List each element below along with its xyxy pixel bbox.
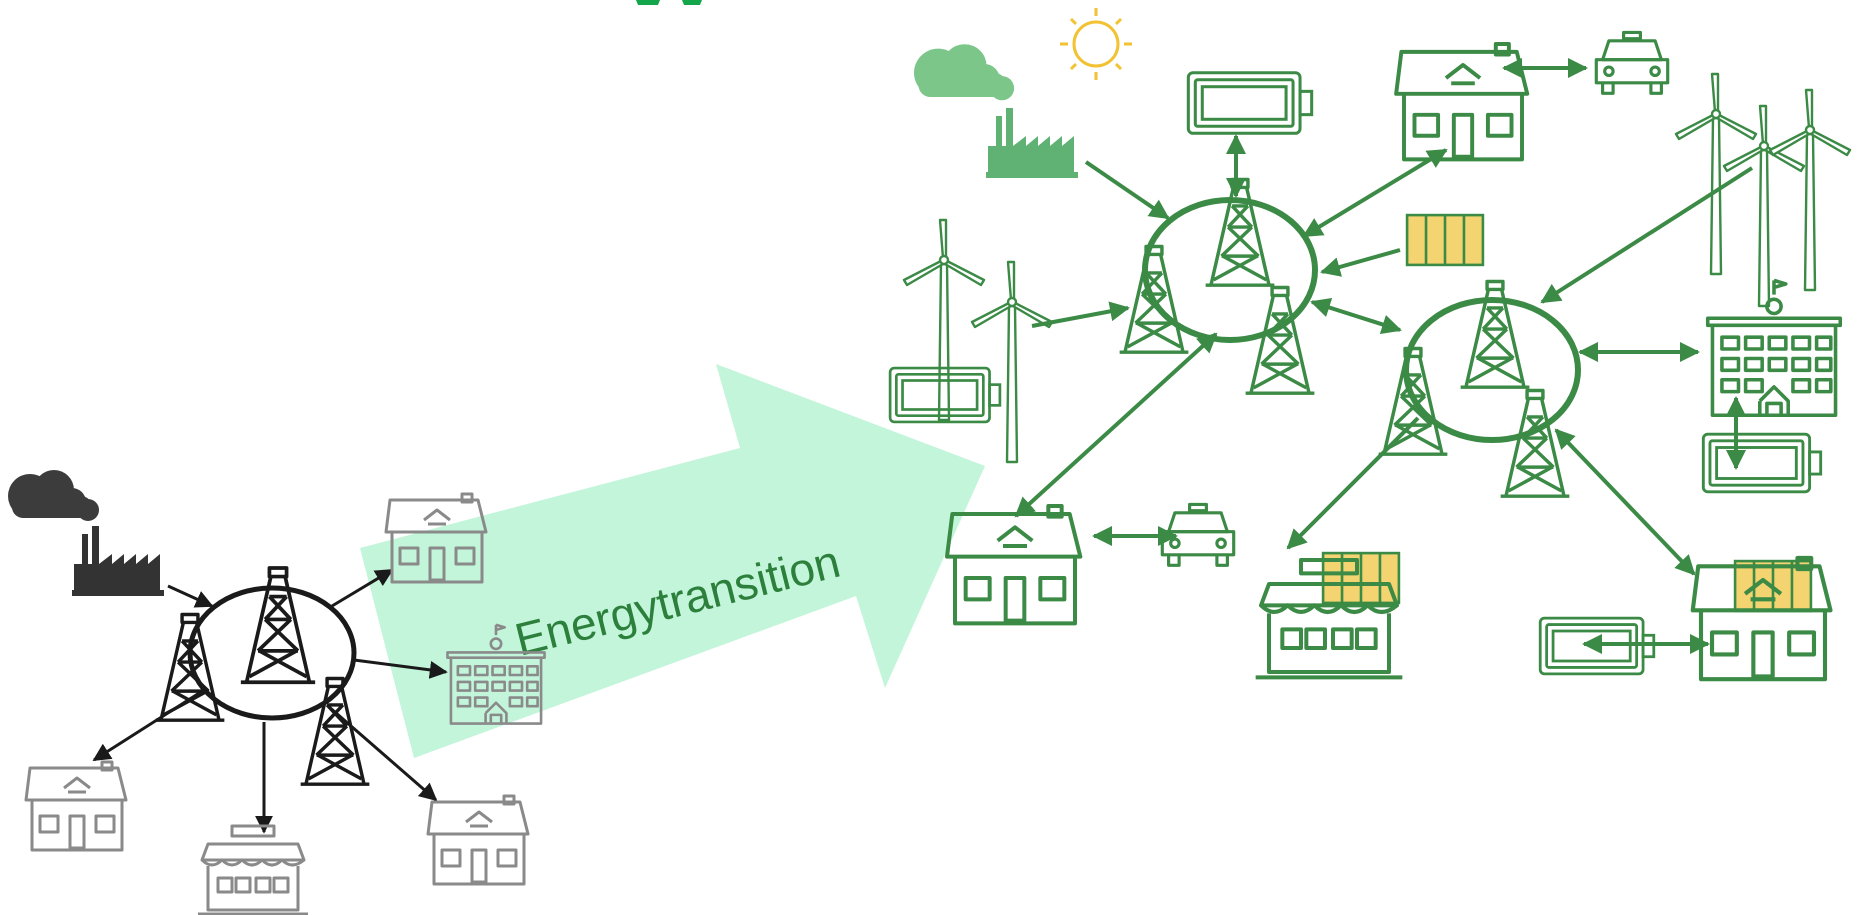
old-flow-arrows (92, 568, 448, 834)
transition-arrow: Energytransition (360, 364, 985, 758)
wind-turbine-icon (1722, 104, 1806, 308)
house-icon (947, 506, 1080, 623)
wind-turbine-icon (902, 218, 986, 422)
new-flow-arrows (1014, 58, 1754, 654)
transmission-tower-icon (239, 566, 317, 685)
school-icon (1705, 278, 1843, 418)
new-grid (888, 8, 1852, 679)
transmission-tower-icon (1498, 388, 1572, 499)
wind-turbine-icon (970, 260, 1054, 464)
old-grid (8, 470, 546, 915)
solar-panel-icon (1405, 213, 1485, 267)
house-icon (24, 760, 128, 852)
car-icon (1594, 30, 1670, 95)
shop-icon (196, 824, 310, 915)
factory-icon (986, 108, 1078, 178)
sun-icon (1060, 8, 1132, 80)
smoke-icon (914, 44, 1015, 101)
old-grid-hub (187, 585, 357, 721)
factory-icon (72, 526, 164, 596)
wind-turbine-icon (1768, 88, 1852, 292)
old-factory (8, 470, 164, 596)
battery-icon (1186, 71, 1314, 135)
house-icon (426, 794, 530, 886)
green-factory (914, 44, 1078, 178)
house-icon (1396, 44, 1527, 159)
battery-icon (1701, 432, 1823, 494)
title-fragment (636, 0, 702, 5)
transmission-tower-icon (1203, 177, 1277, 288)
smoke-icon (8, 470, 99, 521)
grid-hub-lower (1403, 297, 1581, 443)
